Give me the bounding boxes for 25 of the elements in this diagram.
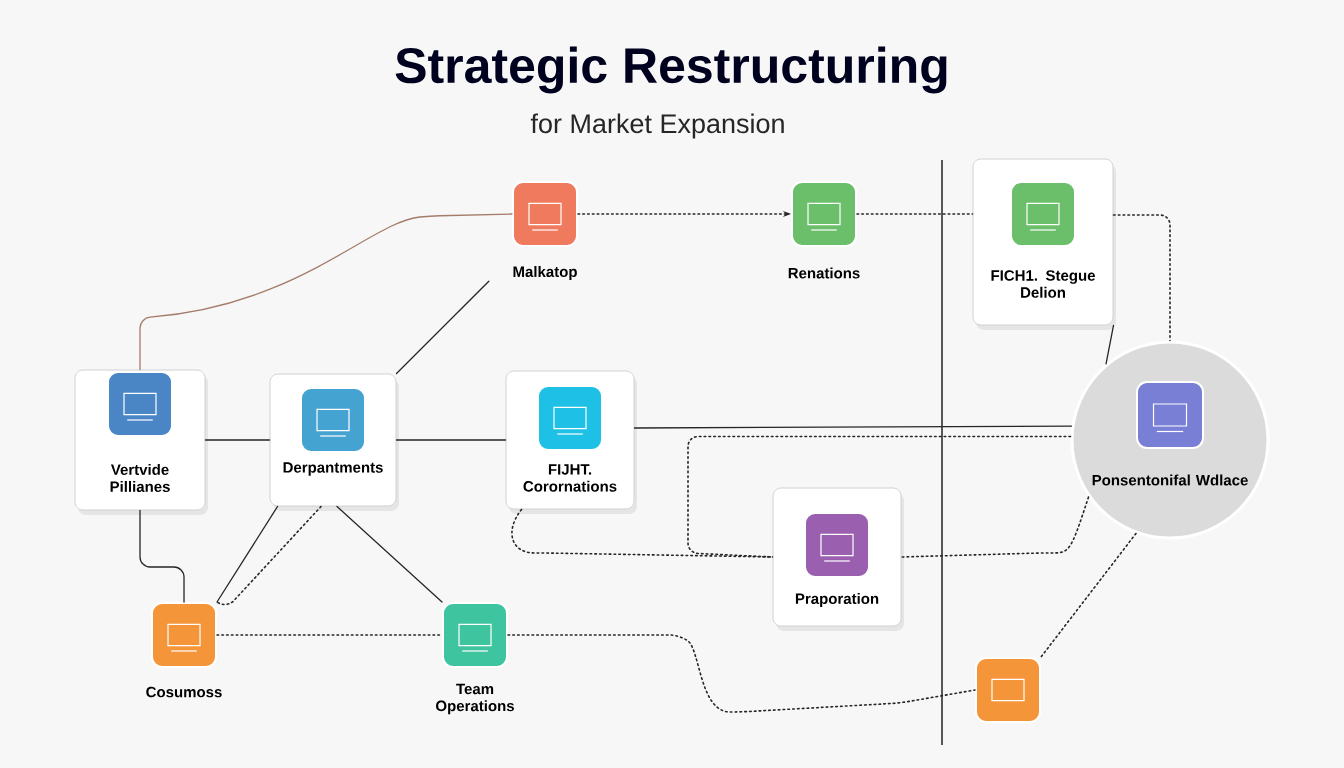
connector-line: [1112, 214, 1171, 342]
connector-line: [900, 496, 1090, 558]
connector-line: [1040, 532, 1137, 658]
connector-line: [687, 435, 1072, 558]
connector-line: [336, 505, 443, 603]
subtitle: for Market Expansion: [530, 113, 784, 139]
connector-line: [633, 425, 1073, 429]
connector-line: [139, 213, 513, 371]
connector-line: [1105, 324, 1115, 365]
connector-line: [507, 634, 976, 713]
connector-line: [204, 439, 271, 441]
connector-line: [511, 508, 774, 558]
connector-line: [856, 213, 974, 215]
connector-line: [139, 509, 185, 603]
connector-line: [395, 439, 507, 441]
connector-line: [216, 634, 443, 636]
node-label: Team Operations: [436, 683, 514, 715]
connector-line: [216, 505, 279, 603]
title: Strategic Restructuring: [395, 46, 947, 94]
node-label: Cosumoss: [146, 686, 222, 698]
node-label: Renations: [788, 267, 860, 279]
connector-line: [216, 505, 322, 606]
node-label: Malkatop: [513, 266, 577, 280]
connector-line: [395, 280, 490, 375]
app-icon: [975, 657, 1041, 723]
